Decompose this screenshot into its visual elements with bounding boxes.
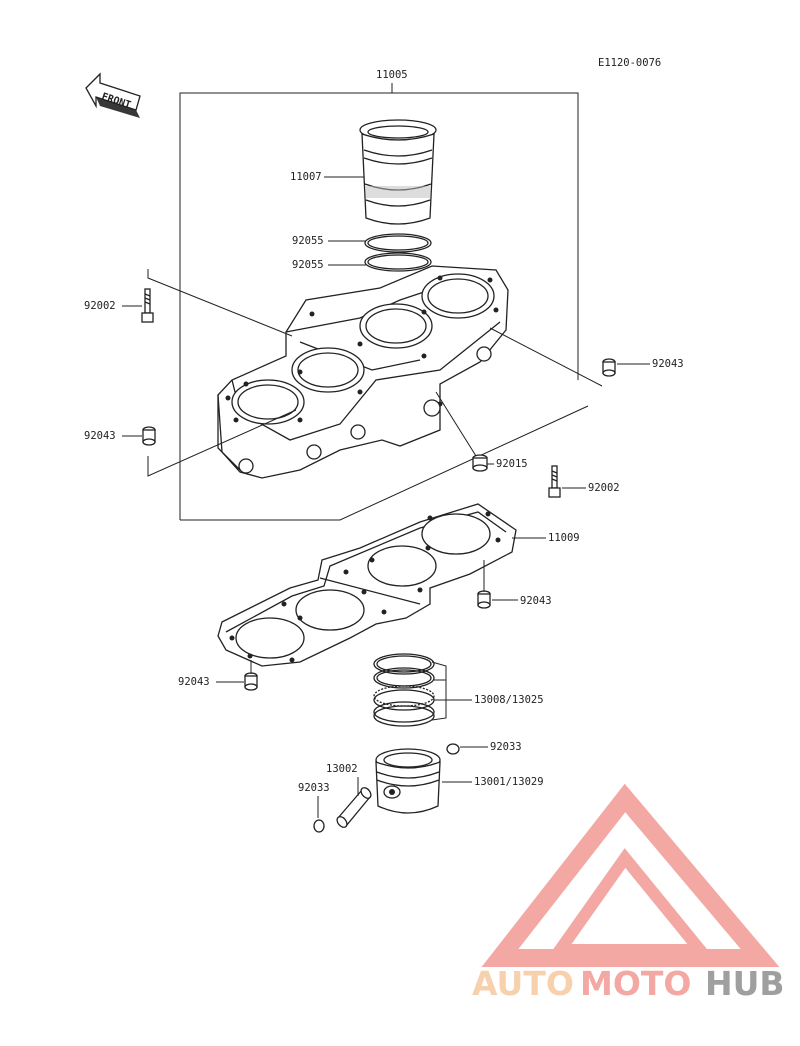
- cylinder-bore-2: [291, 347, 365, 393]
- label-rings: 13008/13025: [474, 694, 544, 706]
- dowel-pin-left-part: [142, 426, 156, 446]
- stud-bolt-right-part: [548, 465, 561, 498]
- label-gasket-dowel-left: 92043: [178, 676, 210, 688]
- cylinder-bore-3: [359, 303, 433, 349]
- label-dowel-left: 92043: [84, 430, 116, 442]
- block-assembly-bracket: 11005: [179, 69, 589, 521]
- label-stud-left: 92002: [84, 300, 116, 312]
- cylinder-bore-4: [421, 273, 495, 319]
- label-dowel-right: 92043: [652, 358, 684, 370]
- label-oring-upper: 92055: [292, 235, 324, 247]
- label-liner: 11007: [290, 171, 322, 183]
- o-ring-lower-part: [364, 252, 432, 272]
- watermark-text-hub: HUB: [705, 964, 785, 1003]
- label-clip-right: 92033: [490, 741, 522, 753]
- piston-pin-part: [336, 787, 372, 828]
- piston-part: [375, 748, 441, 814]
- gasket-dowel-right-part: [477, 590, 491, 609]
- cylinder-liner-part: [359, 119, 437, 225]
- watermark-text-moto: MOTO: [580, 964, 691, 1003]
- o-ring-upper-part: [364, 233, 432, 253]
- label-stud-right: 92002: [588, 482, 620, 494]
- watermark-text-auto: AUTO: [472, 964, 574, 1003]
- label-piston: 13001/13029: [474, 776, 544, 788]
- plug-part: [472, 454, 488, 472]
- cylinder-block-part: [217, 265, 509, 479]
- dowel-pin-right-part: [602, 358, 616, 377]
- label-gasket-dowel-right: 92043: [520, 595, 552, 607]
- base-gasket-part: [217, 503, 517, 667]
- automotohub-logo: AUTO MOTO HUB: [472, 783, 785, 1003]
- stud-bolt-left-part: [141, 288, 154, 323]
- circlip-right-part: [446, 743, 460, 755]
- front-arrow-icon: FRONT: [85, 72, 141, 118]
- label-plug: 92015: [496, 458, 528, 470]
- label-block: 11005: [376, 69, 408, 81]
- label-gasket: 11009: [548, 532, 580, 544]
- circlip-left-part: [313, 819, 325, 833]
- diagram-ref-code: E1120-0076: [598, 57, 661, 69]
- gasket-dowel-left-part: [244, 672, 258, 691]
- label-clip-left: 92033: [298, 782, 330, 794]
- cylinder-bore-1: [231, 379, 305, 425]
- piston-rings-part: [373, 653, 435, 727]
- label-oring-lower: 92055: [292, 259, 324, 271]
- label-pin: 13002: [326, 763, 358, 775]
